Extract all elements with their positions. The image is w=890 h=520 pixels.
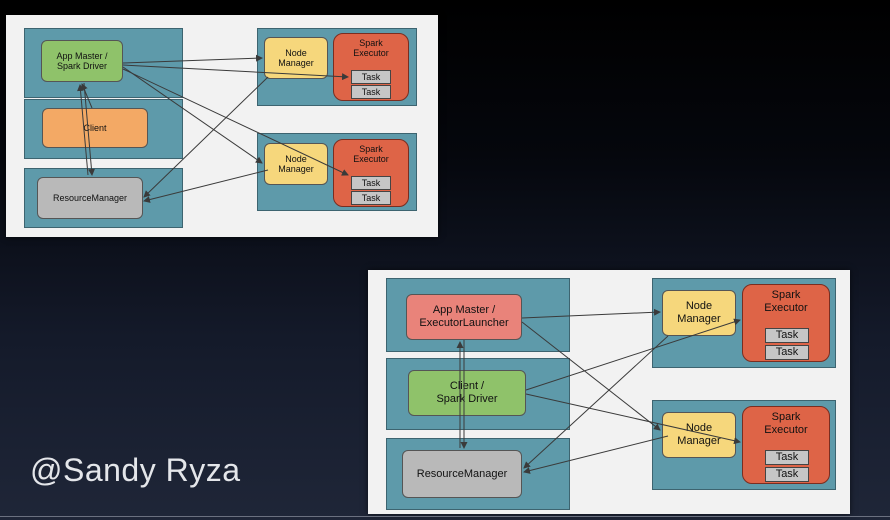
- arrow-nm2-to-rm: [143, 169, 269, 203]
- app-master-line2: Spark Driver: [56, 61, 107, 71]
- task-4a-label: Task: [775, 451, 799, 464]
- task-2b-label: Task: [361, 192, 381, 203]
- task-3b: Task: [765, 345, 809, 360]
- arrow-client-to-driver: [81, 83, 93, 109]
- arrow-driver-to-exec1: [122, 64, 349, 81]
- client-label: Client: [83, 122, 107, 133]
- node-manager-3-line1: Node: [685, 300, 713, 313]
- task-3a-label: Task: [775, 329, 799, 342]
- app-master-2-line2: ExecutorLauncher: [419, 317, 509, 329]
- node-manager-4-line2: Manager: [677, 435, 721, 447]
- node-manager-3-line2: Manager: [677, 313, 721, 325]
- task-4a: Task: [765, 450, 809, 465]
- arrow-driver-to-exec2: [122, 68, 349, 176]
- node-manager-2-line1: Node: [285, 153, 307, 164]
- resource-manager-2-label: ResourceManager: [416, 467, 508, 480]
- yarn-client-diagram: App Master /ExecutorLauncher Client /Spa…: [368, 270, 850, 514]
- task-1a-label: Task: [361, 71, 381, 82]
- top-diagram-arrows: [77, 54, 349, 203]
- task-3a: Task: [765, 328, 809, 343]
- app-master-line1: App Master /: [56, 50, 108, 61]
- arrow-driver-to-exec4: [525, 393, 741, 445]
- resource-manager-box-2: ResourceManager: [402, 450, 522, 498]
- arrow-nm3-to-rm: [523, 335, 669, 469]
- task-4b-label: Task: [775, 468, 799, 481]
- task-3b-label: Task: [775, 346, 799, 359]
- client-box: Client: [42, 108, 148, 148]
- executor-4-line1: Spark: [771, 411, 801, 423]
- executor-4-line2: Executor: [764, 423, 808, 436]
- app-master-2-line1: App Master /: [432, 304, 496, 317]
- arrow-nm4-to-rm: [523, 435, 669, 474]
- app-master-box-2: App Master /ExecutorLauncher: [406, 294, 522, 340]
- executor-1-line1: Spark: [359, 38, 383, 48]
- app-master-box: App Master /Spark Driver: [41, 40, 123, 82]
- yarn-cluster-diagram: App Master /Spark Driver Client Resource…: [6, 15, 438, 237]
- arrow-launcher-to-nm3: [521, 308, 661, 319]
- client-driver-line2: Spark Driver: [436, 393, 498, 405]
- task-2a-label: Task: [361, 177, 381, 188]
- executor-3-line2: Executor: [764, 301, 808, 314]
- executor-1-line2: Executor: [353, 48, 389, 59]
- node-manager-2-line2: Manager: [278, 164, 314, 174]
- arrow-launcher-to-nm4: [521, 321, 661, 431]
- author-credit: @Sandy Ryza: [30, 452, 241, 488]
- arrow-rm-to-driver: [77, 84, 89, 176]
- executor-2-line2: Executor: [353, 154, 389, 165]
- resource-manager-label: ResourceManager: [52, 192, 128, 203]
- divider: [0, 516, 890, 517]
- arrow-driver-to-nm1: [122, 54, 263, 64]
- client-driver-line1: Client /: [449, 380, 485, 393]
- node-manager-1-line1: Node: [285, 47, 307, 58]
- arrow-driver-to-nm2: [122, 66, 263, 164]
- task-1b-label: Task: [361, 86, 381, 97]
- task-2a: Task: [351, 176, 391, 190]
- arrow-driver-to-rm: [83, 82, 95, 176]
- task-4b: Task: [765, 467, 809, 482]
- client-driver-box: Client /Spark Driver: [408, 370, 526, 416]
- task-1b: Task: [351, 85, 391, 99]
- arrow-driver-to-nm3: [525, 318, 741, 391]
- resource-manager-box: ResourceManager: [37, 177, 143, 219]
- executor-2-line1: Spark: [359, 144, 383, 154]
- arrow-nm1-to-rm: [143, 76, 269, 198]
- bottom-diagram-arrows: [456, 308, 741, 474]
- task-2b: Task: [351, 191, 391, 205]
- task-1a: Task: [351, 70, 391, 84]
- node-manager-1-line2: Manager: [278, 58, 314, 68]
- executor-3-line1: Spark: [771, 289, 801, 301]
